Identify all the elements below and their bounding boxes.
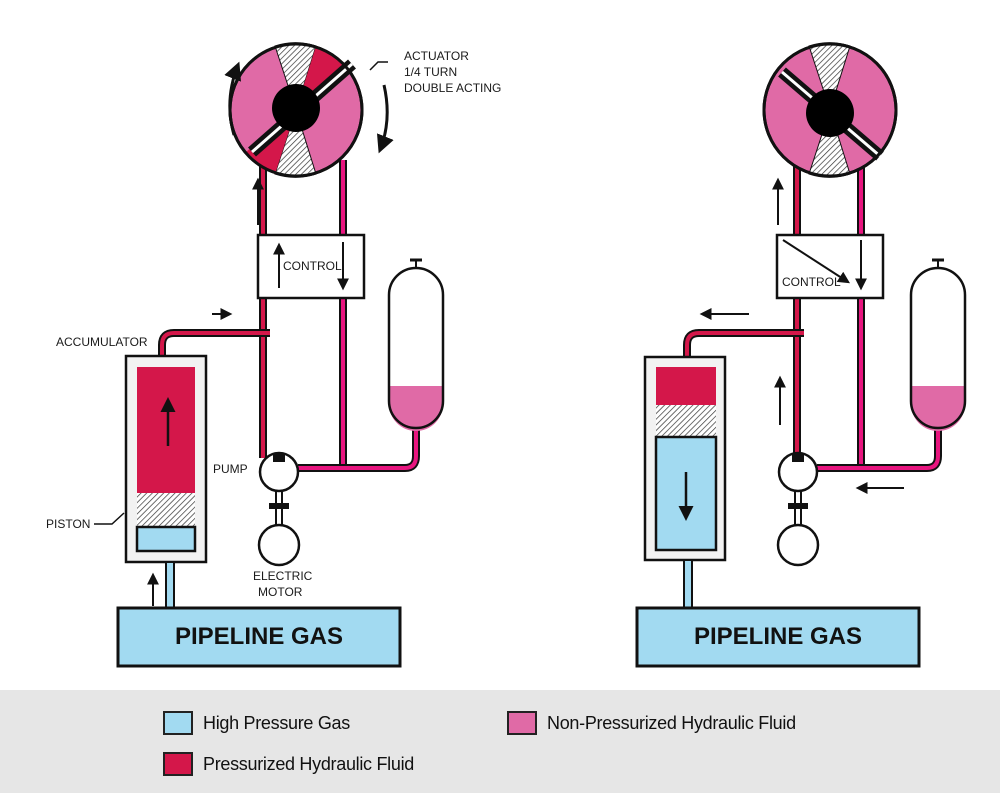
actuator-left <box>224 42 394 178</box>
control-box-right <box>775 233 885 300</box>
motor-label-line2: MOTOR <box>258 585 303 599</box>
actuator-diagram: ACTUATOR 1/4 TURN DOUBLE ACTING CONTROL … <box>46 42 967 668</box>
piston-label: PISTON <box>46 517 90 531</box>
legend-item-pressurized-fluid: Pressurized Hydraulic Fluid <box>163 751 414 777</box>
pressurized-pipe-right <box>683 160 804 458</box>
pipeline-gas-label-left: PIPELINE GAS <box>175 623 343 650</box>
electric-motor-right <box>776 523 820 567</box>
return-pipe <box>298 160 420 472</box>
legend-label-non-pressurized-fluid: Non-Pressurized Hydraulic Fluid <box>547 712 796 733</box>
control-label-left: CONTROL <box>283 259 342 273</box>
right-panel: CONTROL P <box>635 42 967 668</box>
legend-label-pressurized-fluid: Pressurized Hydraulic Fluid <box>203 753 414 774</box>
legend: High Pressure Gas Non-Pressurized Hydrau… <box>0 690 1000 793</box>
coupling-right <box>788 491 808 526</box>
pipeline-gas-left <box>116 606 402 668</box>
control-label-right: CONTROL <box>782 275 841 289</box>
legend-swatch-high-pressure-gas <box>163 711 193 735</box>
pipeline-gas-right <box>635 606 921 668</box>
actuator-label-line3: DOUBLE ACTING <box>404 81 501 95</box>
pump-left <box>258 451 300 493</box>
legend-label-high-pressure-gas: High Pressure Gas <box>203 712 350 733</box>
pressurized-pipe <box>158 160 270 458</box>
rotation-arrow-ccw <box>224 61 242 136</box>
control-box-left <box>256 233 366 300</box>
reservoir-right <box>909 258 967 431</box>
legend-item-non-pressurized-fluid: Non-Pressurized Hydraulic Fluid <box>507 710 796 736</box>
reservoir-left <box>387 258 445 431</box>
actuator-label-line1: ACTUATOR <box>404 49 469 63</box>
legend-swatch-non-pressurized-fluid <box>507 711 537 735</box>
legend-swatch-pressurized-fluid <box>163 752 193 776</box>
accumulator-right <box>643 355 727 562</box>
accumulator-left <box>124 354 208 564</box>
pipeline-gas-label-right: PIPELINE GAS <box>694 623 862 650</box>
pump-right <box>777 451 819 493</box>
actuator-label-line2: 1/4 TURN <box>404 65 457 79</box>
return-pipe-right <box>817 160 942 472</box>
coupling-left <box>269 491 289 526</box>
left-panel: ACTUATOR 1/4 TURN DOUBLE ACTING CONTROL … <box>46 42 501 668</box>
legend-item-high-pressure-gas: High Pressure Gas <box>163 710 350 736</box>
electric-motor-left <box>257 523 301 567</box>
accumulator-label: ACCUMULATOR <box>56 335 148 349</box>
rotation-arrow-cw <box>376 84 394 154</box>
actuator-right <box>762 42 898 178</box>
pump-label: PUMP <box>213 462 248 476</box>
motor-label-line1: ELECTRIC <box>253 569 313 583</box>
